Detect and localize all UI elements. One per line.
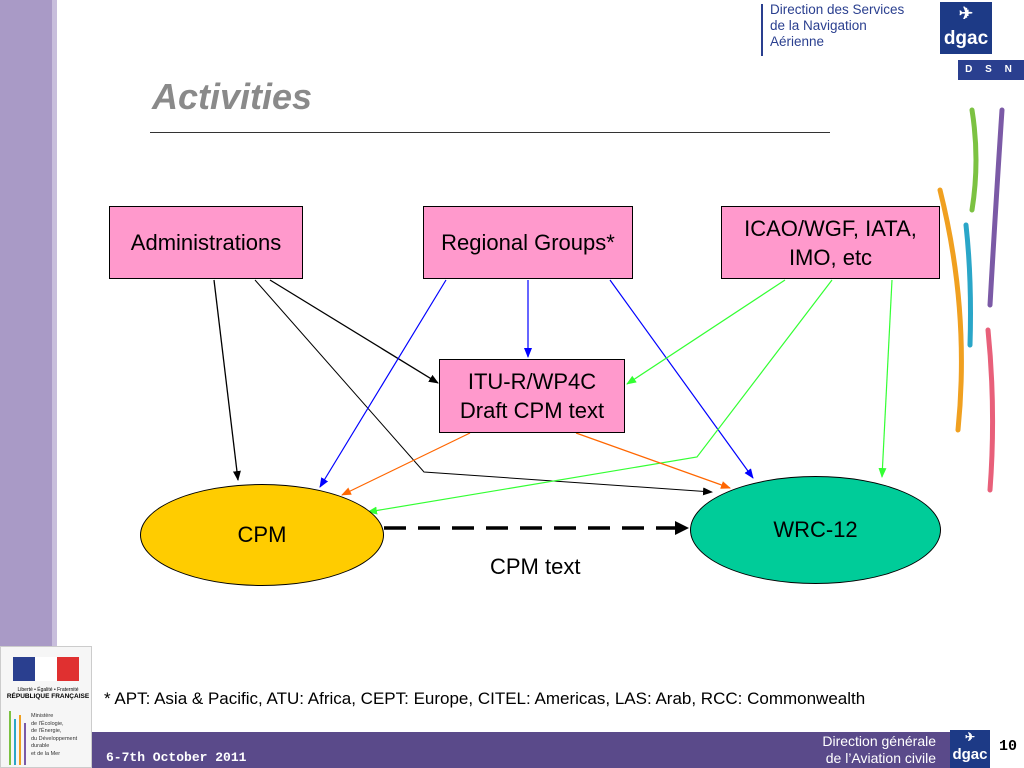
ministry-line-6: et de la Mer <box>31 750 61 757</box>
node-icao: ICAO/WGF, IATA, IMO, etc <box>721 206 940 279</box>
title-underline <box>150 132 830 133</box>
rf-name: RÉPUBLIQUE FRANÇAISE <box>6 693 90 700</box>
dgac-logo-label: dgac <box>943 28 989 49</box>
node-itu-line-2: Draft CPM text <box>459 398 605 423</box>
edge-regional-to-cpm <box>319 279 447 488</box>
edge-icao-to-wrc <box>878 279 893 478</box>
node-cpm: CPM <box>140 484 384 586</box>
edge-admin-to-cpm <box>213 279 241 481</box>
node-regional-groups: Regional Groups* <box>423 206 633 279</box>
header-org-line-1: Direction des Services <box>770 2 905 17</box>
header-organization: Direction des Services de la Navigation … <box>770 2 904 50</box>
edge-admin-to-wrc <box>254 279 713 496</box>
blue-curve <box>963 222 973 348</box>
edge-itu-to-wrc <box>575 432 731 489</box>
node-icao-line-1: ICAO/WGF, IATA, <box>744 215 917 241</box>
footer-bar <box>92 732 952 768</box>
orange-curve <box>937 187 964 433</box>
footnote: * APT: Asia & Pacific, ATU: Africa, CEPT… <box>104 689 866 708</box>
left-decorative-band <box>0 0 52 768</box>
header-divider <box>761 4 763 56</box>
node-regional-groups-label: Regional Groups* <box>441 230 615 255</box>
footer-dgac-logo: ✈ dgac <box>950 730 990 768</box>
dsna-label: D S N A <box>958 60 1024 95</box>
footer-org-line-2: de l’Aviation civile <box>825 750 936 766</box>
node-wrc-label: WRC-12 <box>773 517 858 542</box>
ministry-label: Ministère de l'Écologie, de l'Énergie, d… <box>31 713 91 758</box>
edge-icao-to-itu <box>626 279 786 385</box>
footer-date: 6-7th October 2011 <box>106 750 247 765</box>
footer-organization: Direction générale de l’Aviation civile <box>806 733 936 767</box>
node-cpm-label: CPM <box>237 522 287 547</box>
slide-title: Activities <box>152 76 313 117</box>
rf-label: Liberté • Égalité • Fraternité RÉPUBLIQU… <box>5 687 91 700</box>
footer-dgac-logo-label: dgac <box>952 746 988 763</box>
edge-regional-to-wrc <box>609 279 754 479</box>
header-org-line-2: de la Navigation <box>770 18 867 33</box>
ministry-line-4: du Développement <box>31 735 78 742</box>
footer-org-line-1: Direction générale <box>822 733 936 749</box>
decorative-curves <box>937 107 1005 493</box>
page-number: 10 <box>998 738 1017 755</box>
node-itu-line-1: ITU-R/WP4C <box>467 369 597 394</box>
ministry-stripes-icon <box>9 711 26 765</box>
node-itu: ITU-R/WP4C Draft CPM text <box>439 359 625 433</box>
dgac-logo: ✈ dgac <box>940 2 992 54</box>
edge-icao-to-cpm <box>367 279 833 515</box>
ministry-line-5: durable <box>31 743 50 749</box>
ministry-line-3: de l'Énergie, <box>31 728 62 734</box>
header-org-line-3: Aérienne <box>770 34 825 49</box>
footer-bird-icon: ✈ <box>964 730 976 744</box>
pink-curve <box>985 327 996 493</box>
green-curve <box>969 107 979 213</box>
left-decorative-stripe <box>52 0 57 646</box>
republique-francaise-logo: Liberté • Égalité • Fraternité RÉPUBLIQU… <box>0 646 92 768</box>
marianne-flag-icon <box>13 657 79 681</box>
ministry-line-2: de l'Écologie, <box>31 720 64 727</box>
bird-icon: ✈ <box>958 4 974 23</box>
ministry-line-1: Ministère <box>31 713 54 719</box>
edge-itu-to-cpm <box>341 432 471 496</box>
purple-curve <box>987 107 1005 308</box>
edge-label-cpm-text: CPM text <box>490 554 581 579</box>
node-administrations-label: Administrations <box>130 230 282 255</box>
rf-motto: Liberté • Égalité • Fraternité <box>17 687 79 693</box>
node-wrc: WRC-12 <box>690 476 941 584</box>
node-administrations: Administrations <box>109 206 303 279</box>
edge-admin-to-itu <box>269 279 439 384</box>
node-icao-line-2: IMO, etc <box>788 244 873 270</box>
